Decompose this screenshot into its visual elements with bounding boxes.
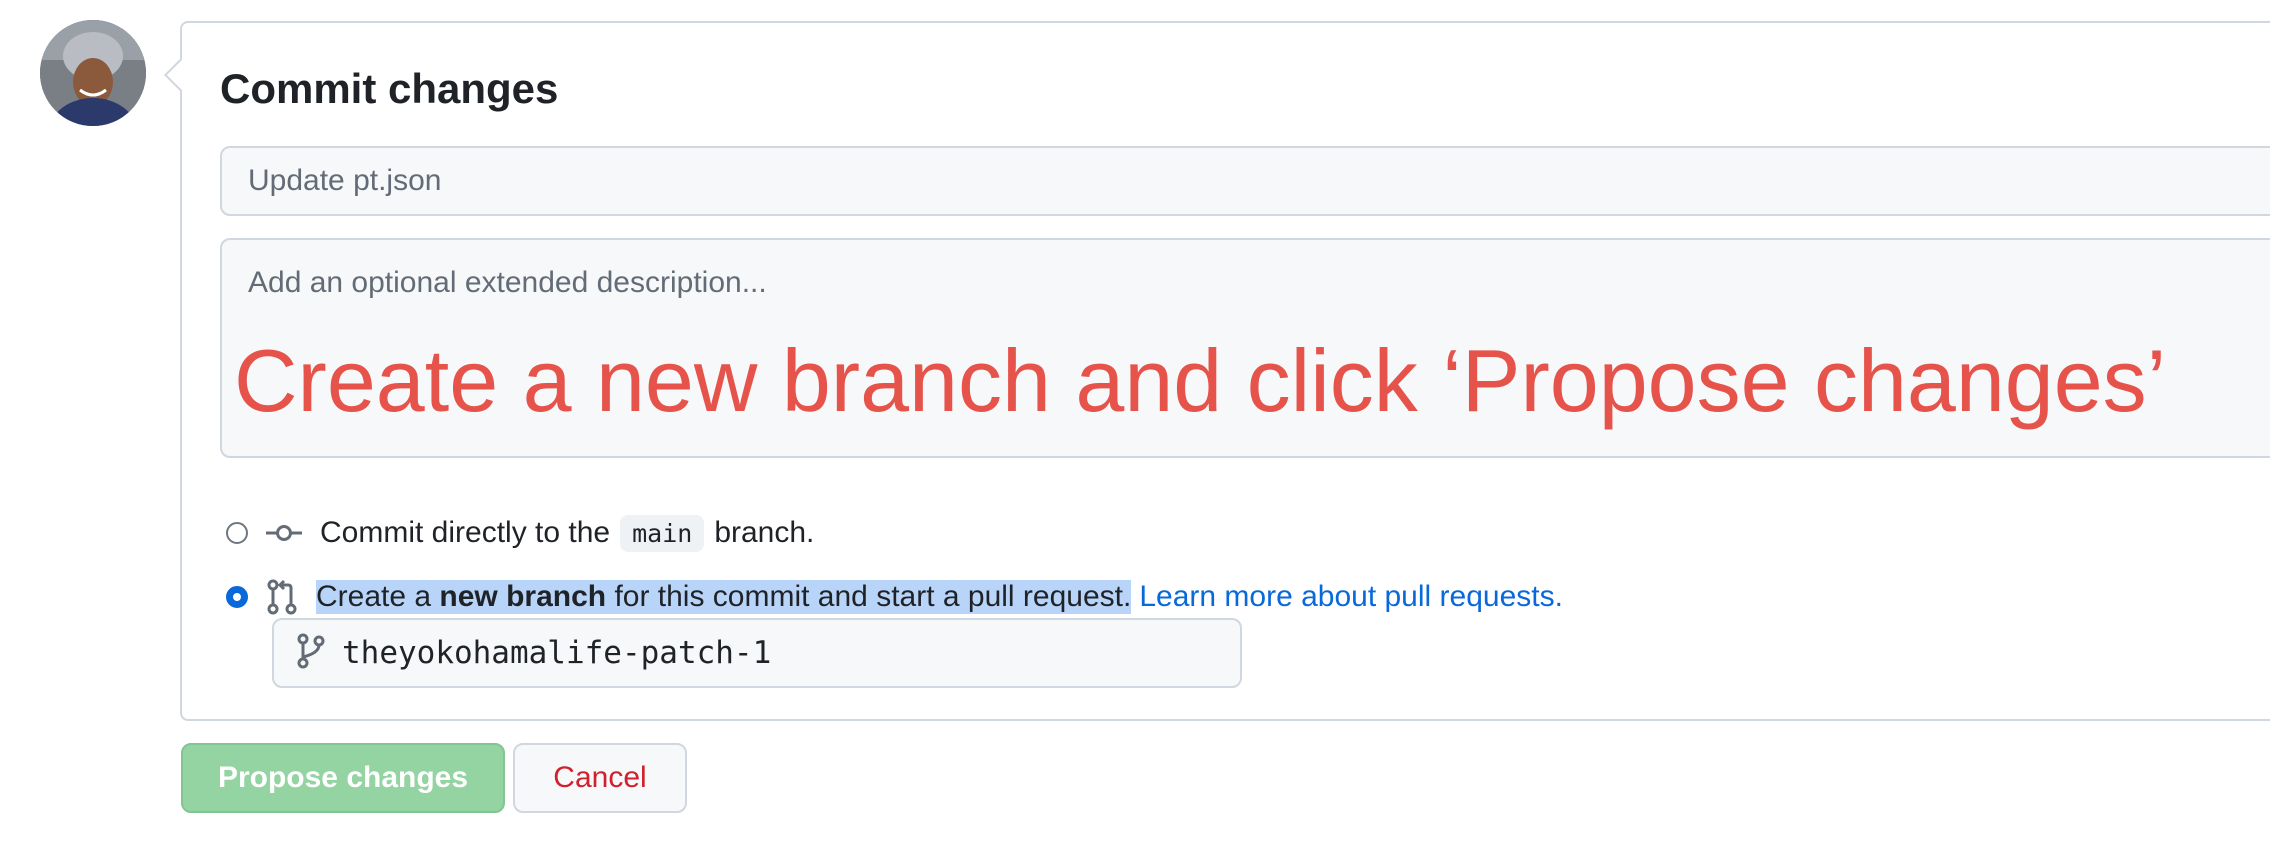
instruction-annotation: Create a new branch and click ‘Propose c… xyxy=(234,331,2167,430)
commit-form-panel: Commit changes Add an optional extended … xyxy=(164,21,2270,721)
git-pull-request-icon xyxy=(266,579,298,615)
new-branch-text: Create a new branch for this commit and … xyxy=(316,580,1132,614)
branch-name-field[interactable] xyxy=(272,618,1242,688)
pull-request-help-link[interactable]: Learn more about pull requests. xyxy=(1139,580,1563,613)
git-commit-icon xyxy=(266,523,302,543)
commit-description-textarea[interactable]: Add an optional extended description... … xyxy=(220,238,2270,458)
git-branch-icon xyxy=(296,633,326,674)
direct-option-text: Commit directly to the xyxy=(320,516,611,549)
propose-changes-button[interactable]: Propose changes xyxy=(181,743,505,813)
user-avatar[interactable] xyxy=(40,20,146,126)
commit-direct-option[interactable]: Commit directly to the main branch. xyxy=(226,509,814,557)
commit-summary-input[interactable] xyxy=(220,146,2270,216)
panel-caret xyxy=(164,58,198,92)
new-branch-prefix: Create a xyxy=(316,580,440,613)
branch-name-input[interactable] xyxy=(340,634,1204,672)
new-branch-suffix: for this commit and start a pull request… xyxy=(606,580,1132,613)
cancel-button[interactable]: Cancel xyxy=(513,743,687,813)
commit-direct-radio[interactable] xyxy=(226,522,248,544)
new-branch-option[interactable]: Create a new branch for this commit and … xyxy=(226,573,1563,621)
commit-heading: Commit changes xyxy=(220,65,559,112)
description-placeholder: Add an optional extended description... xyxy=(248,266,767,299)
new-branch-bold: new branch xyxy=(439,580,607,613)
direct-option-suffix: branch. xyxy=(714,516,815,549)
main-branch-code: main xyxy=(620,514,705,552)
new-branch-radio[interactable] xyxy=(226,586,248,608)
